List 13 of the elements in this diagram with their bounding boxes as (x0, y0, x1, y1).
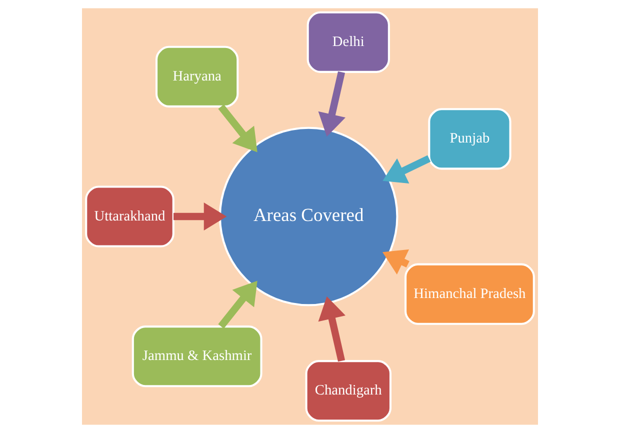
arrow (318, 71, 345, 137)
arrow (173, 202, 226, 230)
arrow (382, 155, 430, 184)
node-box: Uttarakhand (84, 186, 174, 248)
node-box: Chandigarh (304, 360, 392, 422)
node-box: Delhi (306, 11, 390, 73)
arrow (218, 280, 257, 329)
arrow (318, 296, 345, 362)
node-box: Himanchal Pradesh (404, 263, 534, 325)
arrow (218, 104, 257, 152)
node-box: Haryana (155, 46, 238, 108)
node-box: Jammu & Kashmir (131, 326, 262, 388)
node-box: Punjab (428, 108, 511, 170)
